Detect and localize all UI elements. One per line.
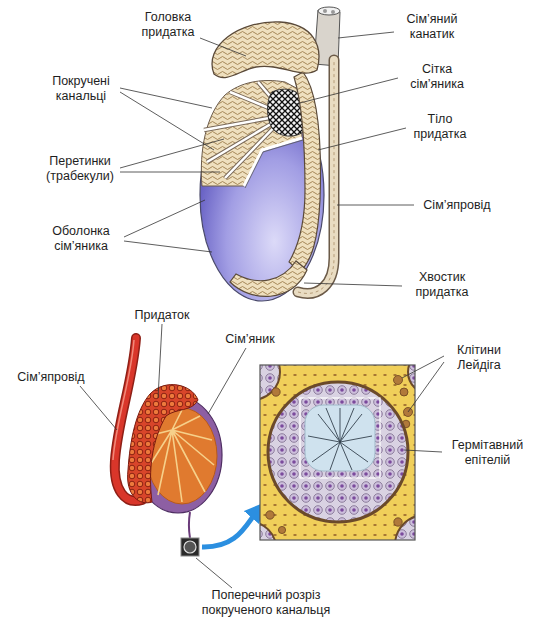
leader-line	[196, 558, 232, 588]
epididymis-head	[212, 22, 319, 78]
part-label: Поперечний розріз покрученого канальця	[180, 588, 352, 618]
section-pointer-stalk	[189, 512, 190, 538]
leader-line	[80, 386, 117, 430]
neighbour-tubule	[260, 522, 276, 540]
leader-line	[318, 128, 406, 150]
part-label: Сім’яник	[214, 332, 286, 347]
leader-line	[304, 283, 402, 286]
part-label: Сім’яний канатик	[392, 12, 472, 42]
leader-line	[124, 241, 212, 252]
leydig-cell	[394, 518, 402, 526]
detail-frame	[300, 398, 380, 478]
epididymis	[128, 385, 198, 503]
cut-wall-shadow	[245, 140, 303, 188]
part-label: Клітини Лейдіга	[440, 343, 518, 373]
leader-line	[296, 78, 398, 104]
leader-line	[120, 172, 220, 173]
leader-line	[338, 32, 394, 38]
leader-line	[337, 205, 414, 206]
part-label: Хвостик придатка	[400, 270, 484, 300]
leader-line	[120, 92, 214, 150]
sperm-tails	[308, 408, 372, 470]
leydig-cell	[400, 388, 408, 396]
neighbour-tubule	[260, 365, 280, 400]
part-label: Перетинки (трабекули)	[38, 154, 122, 184]
interstitium	[260, 365, 415, 540]
part-label: Придаток	[126, 308, 198, 323]
rete-testis	[268, 89, 304, 136]
cross-section-inset	[260, 365, 415, 540]
part-label: Покручені канальці	[40, 74, 122, 104]
seminiferous-tubule	[268, 382, 408, 522]
cut-wall	[244, 138, 302, 186]
cord-vessel	[331, 10, 335, 14]
zoom-arrow	[202, 510, 258, 547]
cord-vessel	[323, 9, 327, 13]
leydig-cells	[266, 376, 413, 534]
part-label: Головка придатка	[132, 10, 204, 40]
leydig-cell	[266, 511, 274, 519]
leader-line	[158, 324, 162, 398]
section-marker	[181, 538, 199, 556]
epididymis-tail	[230, 261, 307, 296]
leader-line	[200, 38, 246, 56]
leader-lines-bottom	[80, 324, 444, 588]
leydig-cell	[278, 526, 285, 533]
part-label: Оболонка сім’яника	[38, 224, 124, 254]
part-label: Сітка сім’яника	[396, 62, 478, 92]
leydig-cell	[272, 388, 280, 396]
leader-line	[404, 450, 442, 452]
cutaway-lobules	[201, 81, 302, 186]
cord-opening	[318, 7, 340, 15]
part-label: Тіло придатка	[404, 112, 476, 142]
leader-line	[208, 348, 246, 414]
leader-line	[408, 362, 444, 412]
inset-border	[260, 365, 415, 540]
leader-lines-top	[120, 32, 414, 286]
tubule-lumen	[305, 405, 375, 471]
neighbour-tubule	[408, 365, 415, 394]
leydig-cell	[394, 376, 403, 385]
part-label: Гермітавний епітелій	[440, 438, 535, 468]
part-label: Сім’япровід	[412, 198, 502, 213]
section-marker-tube	[184, 541, 196, 553]
leader-line	[120, 88, 212, 108]
leader-line	[402, 356, 444, 378]
leader-line	[124, 200, 205, 237]
part-label: Сім’япровід	[6, 370, 96, 385]
leader-line	[120, 139, 224, 168]
